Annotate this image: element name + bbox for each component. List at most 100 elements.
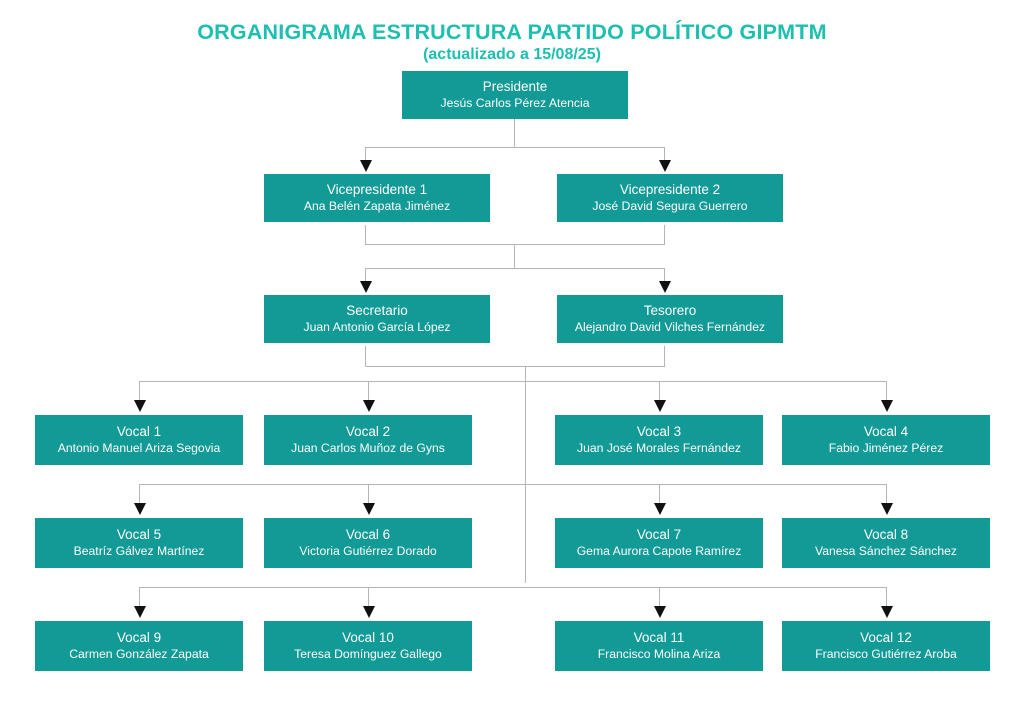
- connector-vocal-8-drop: [886, 484, 887, 507]
- node-role: Vocal 9: [116, 630, 162, 646]
- connector-vicepresidente1-stem: [365, 225, 366, 244]
- node-person: Juan Antonio García López: [303, 319, 451, 334]
- arrowhead-vocal-9: [134, 606, 146, 618]
- node-person: Teresa Domínguez Gallego: [294, 646, 442, 661]
- node-vocal-5[interactable]: Vocal 5 Beatríz Gálvez Martínez: [35, 518, 243, 568]
- arrowhead-vocal-6: [363, 503, 375, 515]
- node-vocal-2[interactable]: Vocal 2 Juan Carlos Muñoz de Gyns: [264, 415, 472, 465]
- connector-vocal-1-drop: [139, 381, 140, 404]
- connector-vocal-12-drop: [886, 587, 887, 610]
- connector-vocales-fila-3-bar: [139, 587, 887, 588]
- connector-vicepresidentes-merge-stem: [514, 244, 515, 268]
- connector-vocal-10-drop: [368, 587, 369, 610]
- connector-vicepresidentes-bar: [365, 147, 664, 148]
- connector-vocal-9-drop: [139, 587, 140, 610]
- connector-tesorero-drop: [664, 268, 665, 287]
- arrowhead-vocal-8: [881, 503, 893, 515]
- node-person: José David Segura Guerrero: [592, 198, 748, 213]
- node-vocal-9[interactable]: Vocal 9 Carmen González Zapata: [35, 621, 243, 671]
- connector-vocal-2-drop: [368, 381, 369, 404]
- node-person: Jesús Carlos Pérez Atencia: [440, 95, 590, 110]
- node-person: Gema Aurora Capote Ramírez: [576, 543, 742, 558]
- node-role: Vocal 4: [863, 424, 909, 440]
- connector-vicepresidente2-drop: [664, 147, 665, 166]
- node-vocal-10[interactable]: Vocal 10 Teresa Domínguez Gallego: [264, 621, 472, 671]
- node-role: Vocal 8: [863, 527, 909, 543]
- arrowhead-vocal-10: [363, 606, 375, 618]
- node-vocal-6[interactable]: Vocal 6 Victoria Gutiérrez Dorado: [264, 518, 472, 568]
- connector-secretario-stem: [365, 346, 366, 366]
- page-subtitle: (actualizado a 15/08/25): [423, 46, 601, 64]
- node-role: Vicepresidente 2: [619, 182, 721, 198]
- node-person: Beatríz Gálvez Martínez: [73, 543, 205, 558]
- node-person: Carmen González Zapata: [69, 646, 209, 661]
- node-role: Secretario: [346, 303, 408, 319]
- connector-vocal-3-drop: [659, 381, 660, 404]
- node-vicepresidente-1[interactable]: Vicepresidente 1 Ana Belén Zapata Jiméne…: [264, 174, 490, 222]
- node-vocal-1[interactable]: Vocal 1 Antonio Manuel Ariza Segovia: [35, 415, 243, 465]
- arrowhead-vocal-5: [134, 503, 146, 515]
- chart-title-block: ORGANIGRAMA ESTRUCTURA PARTIDO POLÍTICO …: [0, 20, 1024, 64]
- node-role: Vocal 1: [116, 424, 162, 440]
- connector-secretaria-bar: [365, 268, 664, 269]
- node-person: Ana Belén Zapata Jiménez: [303, 198, 451, 213]
- node-role: Vocal 12: [860, 630, 912, 646]
- node-person: Fabio Jiménez Pérez: [828, 440, 944, 455]
- node-vicepresidente-2[interactable]: Vicepresidente 2 José David Segura Guerr…: [557, 174, 783, 222]
- connector-secretario-drop: [365, 268, 366, 287]
- node-role: Vocal 7: [636, 527, 682, 543]
- arrowhead-vicepresidente2: [659, 160, 671, 172]
- node-person: Vanesa Sánchez Sánchez: [814, 543, 958, 558]
- connector-vicepresidente1-drop: [365, 147, 366, 166]
- connector-secretaria-merge-bar: [365, 366, 665, 367]
- arrowhead-vocal-2: [363, 400, 375, 412]
- connector-main-trunk: [525, 366, 526, 583]
- arrowhead-vicepresidente1: [360, 160, 372, 172]
- node-person: Juan Carlos Muñoz de Gyns: [291, 440, 445, 455]
- connector-vocal-5-drop: [139, 484, 140, 507]
- arrowhead-vocal-12: [881, 606, 893, 618]
- node-role: Vocal 3: [636, 424, 682, 440]
- node-role: Vocal 2: [345, 424, 391, 440]
- connector-vocal-7-drop: [659, 484, 660, 507]
- node-person: Victoria Gutiérrez Dorado: [299, 543, 437, 558]
- node-presidente[interactable]: Presidente Jesús Carlos Pérez Atencia: [402, 71, 628, 119]
- node-role: Presidente: [482, 79, 548, 95]
- node-vocal-12[interactable]: Vocal 12 Francisco Gutiérrez Aroba: [782, 621, 990, 671]
- node-vocal-3[interactable]: Vocal 3 Juan José Morales Fernández: [555, 415, 763, 465]
- node-vocal-7[interactable]: Vocal 7 Gema Aurora Capote Ramírez: [555, 518, 763, 568]
- node-role: Vocal 5: [116, 527, 162, 543]
- connector-vocales-fila-2-bar: [139, 484, 887, 485]
- arrowhead-vocal-3: [654, 400, 666, 412]
- connector-presidente-stem: [514, 119, 515, 147]
- node-role: Vocal 6: [345, 527, 391, 543]
- connector-tesorero-stem: [664, 346, 665, 366]
- node-person: Antonio Manuel Ariza Segovia: [57, 440, 221, 455]
- connector-vicepresidentes-merge-bar: [365, 244, 665, 245]
- node-person: Juan José Morales Fernández: [577, 440, 741, 455]
- arrowhead-vocal-1: [134, 400, 146, 412]
- arrowhead-tesorero: [659, 281, 671, 293]
- node-vocal-4[interactable]: Vocal 4 Fabio Jiménez Pérez: [782, 415, 990, 465]
- connector-vocales-fila-1-bar: [139, 381, 887, 382]
- page-title: ORGANIGRAMA ESTRUCTURA PARTIDO POLÍTICO …: [197, 20, 827, 44]
- node-vocal-11[interactable]: Vocal 11 Francisco Molina Ariza: [555, 621, 763, 671]
- arrowhead-vocal-11: [654, 606, 666, 618]
- node-tesorero[interactable]: Tesorero Alejandro David Vilches Fernánd…: [557, 295, 783, 343]
- connector-vicepresidente2-stem: [664, 225, 665, 244]
- node-role: Tesorero: [643, 303, 697, 319]
- arrowhead-vocal-4: [881, 400, 893, 412]
- connector-vocal-6-drop: [368, 484, 369, 507]
- connector-vocal-4-drop: [886, 381, 887, 404]
- node-role: Vicepresidente 1: [326, 182, 428, 198]
- node-role: Vocal 10: [342, 630, 394, 646]
- arrowhead-secretario: [360, 281, 372, 293]
- node-role: Vocal 11: [633, 630, 685, 646]
- node-person: Alejandro David Vilches Fernández: [574, 319, 766, 334]
- node-vocal-8[interactable]: Vocal 8 Vanesa Sánchez Sánchez: [782, 518, 990, 568]
- node-person: Francisco Gutiérrez Aroba: [815, 646, 957, 661]
- node-person: Francisco Molina Ariza: [597, 646, 721, 661]
- node-secretario[interactable]: Secretario Juan Antonio García López: [264, 295, 490, 343]
- arrowhead-vocal-7: [654, 503, 666, 515]
